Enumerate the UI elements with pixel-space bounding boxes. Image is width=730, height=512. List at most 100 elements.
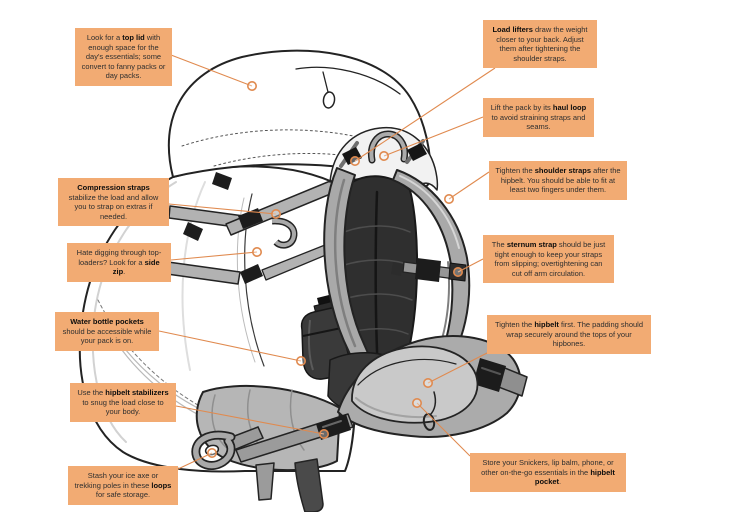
callout-haul-loop: Lift the pack by its haul loop to avoid … bbox=[483, 98, 594, 137]
callout-load-lifters: Load lifters draw the weight closer to y… bbox=[483, 20, 597, 69]
loop-band bbox=[193, 432, 234, 469]
callout-term: Load lifters bbox=[492, 25, 533, 34]
leader-line-load-lifters bbox=[354, 67, 496, 162]
callout-term: haul loop bbox=[552, 103, 587, 112]
back-panel-pad-line bbox=[343, 225, 411, 233]
anchor-hipbelt bbox=[422, 377, 433, 388]
callout-term: sternum strap bbox=[506, 240, 557, 249]
hanging-strap-dark bbox=[294, 458, 324, 512]
loop-hole bbox=[204, 444, 220, 456]
leader-line-hipbelt bbox=[427, 351, 490, 384]
callout-water-bottle-pockets: Water bottle pockets should be accessibl… bbox=[55, 312, 159, 351]
callout-top-lid: Look for a top lid with enough space for… bbox=[75, 28, 172, 86]
callout-term: Water bottle pockets bbox=[70, 317, 144, 326]
callout-text: Hate digging through top-loaders? Look f… bbox=[76, 248, 162, 267]
callout-text: after the hipbelt. You should be able to… bbox=[500, 166, 621, 195]
anchor-hipbelt-pocket bbox=[411, 397, 422, 408]
callout-hipbelt-pocket: Store your Snickers, lip balm, phone, or… bbox=[470, 453, 626, 492]
leader-line-water-bottle-pockets bbox=[158, 330, 302, 362]
belt-buckle-right bbox=[473, 358, 506, 392]
callout-loops: Stash your ice axe or trekking poles in … bbox=[68, 466, 178, 505]
leader-line-top-lid bbox=[170, 54, 253, 87]
callout-text: should be just tight enough to keep your… bbox=[494, 240, 606, 278]
lid-zip-pull bbox=[322, 91, 336, 109]
callout-text: Store your Snickers, lip balm, phone, or… bbox=[481, 458, 614, 477]
callout-text: Tighten the bbox=[494, 320, 535, 329]
leader-line-side-zip bbox=[170, 251, 258, 261]
anchor-side-zip bbox=[252, 247, 263, 258]
callout-text: to snug the load close to your body. bbox=[82, 397, 164, 417]
callout-text: . bbox=[123, 267, 126, 277]
callout-text: for safe storage. bbox=[95, 490, 151, 500]
stabilizer-buckle bbox=[316, 414, 351, 440]
callout-compression-straps: Compression straps stabilize the load an… bbox=[58, 178, 169, 227]
strap-buckle bbox=[238, 208, 263, 229]
callout-term: hipbelt bbox=[534, 320, 559, 329]
anchor-top-lid bbox=[247, 81, 258, 92]
callout-text: The bbox=[491, 240, 507, 249]
callout-text: with enough space for the day's essentia… bbox=[81, 33, 166, 81]
wing-fold bbox=[289, 389, 305, 451]
leader-line-hipbelt-pocket bbox=[416, 402, 471, 457]
lid-zipper bbox=[295, 66, 401, 95]
anchor-haul-loop bbox=[378, 151, 389, 162]
leader-line-hipbelt-stabilizers bbox=[175, 405, 325, 435]
harness bbox=[323, 126, 471, 425]
callout-text: Stash your ice axe or trekking poles in … bbox=[74, 471, 159, 490]
belt-buckle-slot bbox=[481, 367, 501, 375]
callout-term: side zip bbox=[112, 257, 160, 277]
strap-hook bbox=[271, 218, 296, 248]
callout-term: loops bbox=[151, 480, 172, 490]
callout-term: Compression straps bbox=[77, 183, 150, 192]
anchor-load-lifters bbox=[349, 156, 360, 167]
leader-line-compression-straps bbox=[168, 203, 277, 215]
load-lifter-buckle-right bbox=[407, 143, 427, 161]
callout-text: first. The padding should wrap securely … bbox=[506, 320, 644, 349]
anchor-compression-straps bbox=[270, 209, 281, 220]
callout-text: should be accessible while your pack is … bbox=[62, 326, 152, 346]
haul-loop bbox=[369, 132, 407, 162]
side-buckle bbox=[212, 172, 232, 190]
callout-term: hipbelt stabilizers bbox=[105, 388, 169, 397]
callout-text: Tighten the bbox=[495, 166, 535, 175]
callout-text: Use the bbox=[77, 388, 106, 397]
leader-line-shoulder-straps bbox=[448, 171, 490, 200]
hipbelt-pocket bbox=[351, 345, 479, 424]
shoulder-strap-right-highlight bbox=[399, 175, 460, 249]
callout-text: stabilize the load and allow you to stra… bbox=[68, 192, 159, 221]
anchor-shoulder-straps bbox=[443, 194, 454, 205]
side-buckle bbox=[183, 222, 203, 241]
stabilizer-buckle-slot bbox=[322, 420, 342, 428]
pocket-pull-cord bbox=[429, 391, 437, 416]
callout-text: Look for a bbox=[86, 33, 123, 42]
pocket-zipper bbox=[357, 358, 457, 386]
callout-term: shoulder straps bbox=[534, 166, 591, 175]
load-lifter-buckle-left bbox=[342, 147, 362, 165]
callout-text: to avoid straining straps and seams. bbox=[491, 112, 586, 132]
callout-text: draw the weight closer to your back. Adj… bbox=[496, 25, 588, 63]
sternum-clasp bbox=[415, 258, 441, 282]
lid-zip-cord bbox=[322, 71, 329, 93]
callout-sternum-strap: The sternum strap should be just tight e… bbox=[483, 235, 614, 284]
pocket-pull-ring bbox=[422, 413, 436, 431]
callout-side-zip: Hate digging through top-loaders? Look f… bbox=[67, 243, 171, 282]
anchor-loops bbox=[207, 447, 218, 458]
callout-term: top lid bbox=[122, 33, 145, 42]
leader-line-loops bbox=[177, 452, 213, 470]
ice-axe-loop bbox=[191, 426, 265, 470]
sternum-attach-right bbox=[448, 262, 467, 282]
hanging-strap-gray bbox=[255, 462, 275, 501]
strap-buckle bbox=[240, 264, 263, 284]
callout-term: hipbelt pocket bbox=[534, 467, 615, 487]
anchor-sternum-strap bbox=[452, 266, 463, 277]
leader-layer bbox=[158, 54, 496, 470]
anchor-water-bottle-pockets bbox=[295, 355, 306, 366]
callout-shoulder-straps: Tighten the shoulder straps after the hi… bbox=[489, 161, 627, 200]
callout-hipbelt: Tighten the hipbelt first. The padding s… bbox=[487, 315, 651, 354]
bottle-highlight bbox=[308, 319, 314, 371]
callout-text: . bbox=[559, 477, 562, 487]
compression-straps bbox=[166, 171, 358, 285]
anchor-hipbelt-stabilizers bbox=[318, 428, 329, 439]
sternum-nub-left bbox=[391, 262, 403, 276]
